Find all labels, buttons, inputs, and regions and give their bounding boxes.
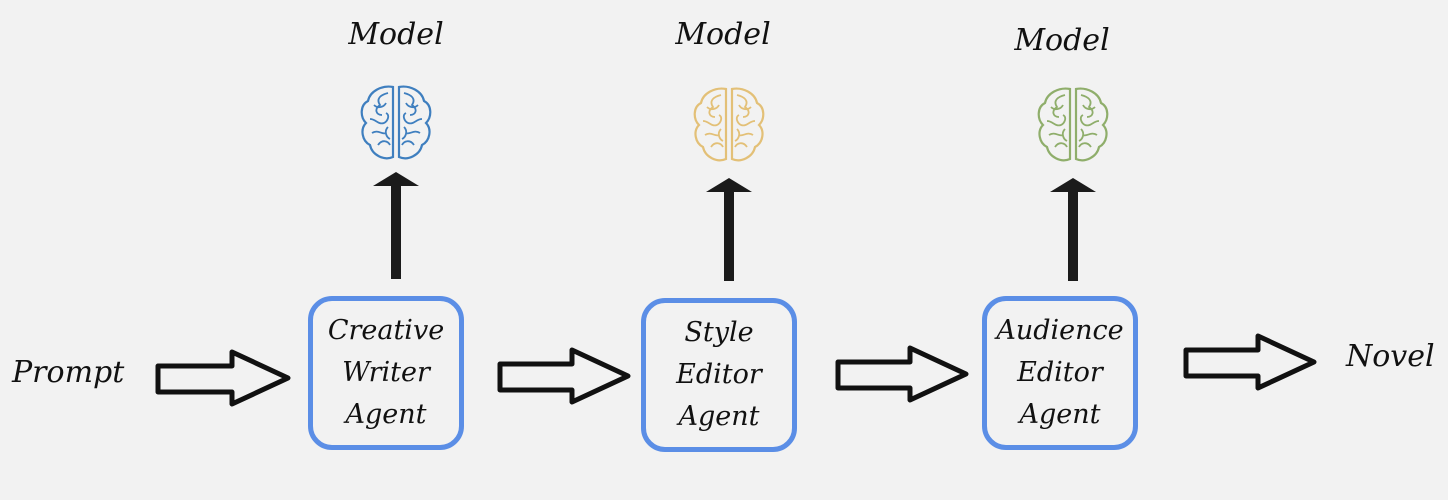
brain-icon — [1037, 87, 1109, 162]
model-arrow-3 — [1050, 178, 1096, 281]
output-label: Novel — [1346, 339, 1435, 374]
agent-label-line: Agent — [678, 401, 760, 432]
agent-label-line: Editor — [676, 359, 762, 390]
model-label: Model — [675, 17, 771, 52]
brain-icon — [360, 85, 432, 160]
agent-label-line: Style — [684, 317, 754, 348]
agent-label-line: Agent — [1019, 399, 1101, 430]
connector-arrow-1 — [497, 347, 631, 405]
output-arrow — [1183, 333, 1317, 391]
agent-label-line: Agent — [345, 399, 427, 430]
agent-label-line: Editor — [1017, 357, 1103, 388]
model-arrow-2 — [706, 178, 752, 281]
model-arrow-1 — [373, 172, 419, 279]
agent-box-audience-editor: Audience Editor Agent — [982, 296, 1138, 450]
agent-box-creative-writer: Creative Writer Agent — [308, 296, 464, 450]
model-label: Model — [1014, 23, 1110, 58]
agent-label-line: Creative — [327, 315, 445, 346]
agent-label-line: Audience — [996, 315, 1124, 346]
connector-arrow-2 — [835, 345, 969, 403]
model-label: Model — [348, 17, 444, 52]
brain-icon — [693, 87, 765, 162]
agent-box-style-editor: Style Editor Agent — [641, 298, 797, 452]
agent-label-line: Writer — [342, 357, 430, 388]
input-label: Prompt — [12, 355, 125, 390]
input-arrow — [155, 349, 291, 407]
